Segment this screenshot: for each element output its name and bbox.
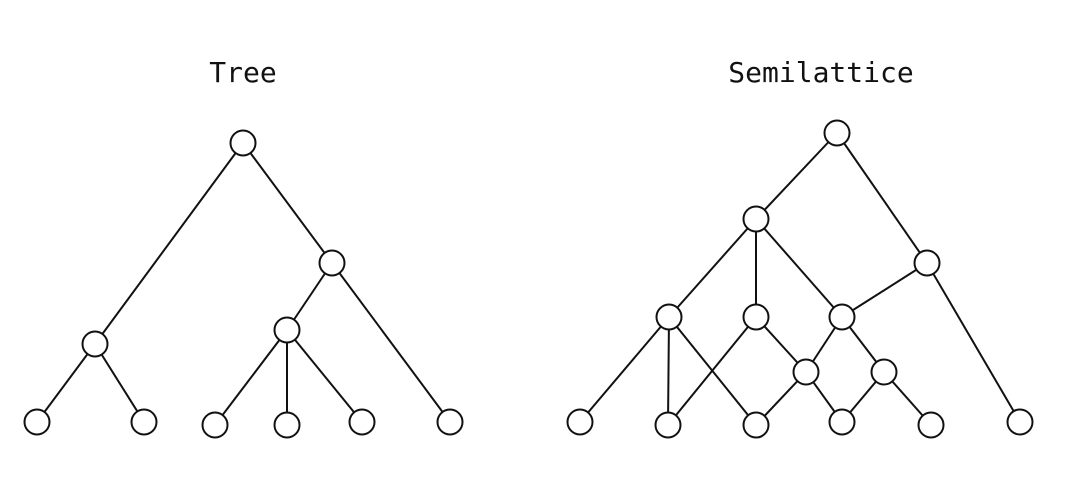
semilattice-node-x2 xyxy=(870,358,898,386)
tree-node-a xyxy=(81,330,109,358)
tree-title: Tree xyxy=(209,56,276,89)
semilattice-edge-c2-b2 xyxy=(667,316,757,426)
semilattice-node-b4 xyxy=(828,408,856,436)
tree-node-e xyxy=(273,316,301,344)
tree-node-b xyxy=(318,249,346,277)
semilattice-edge-top-m1 xyxy=(755,132,838,220)
tree-edge-b-f xyxy=(331,262,451,423)
semilattice-node-x1 xyxy=(792,358,820,386)
semilattice-node-r2 xyxy=(828,303,856,331)
semilattice-node-b2 xyxy=(654,411,682,439)
semilattice-edge-top-r1 xyxy=(836,132,928,264)
tree-edges xyxy=(36,142,451,426)
semilattice-edge-m1-r2 xyxy=(755,218,843,318)
semilattice-edge-l2-b2 xyxy=(667,316,670,426)
tree-nodes xyxy=(23,129,464,439)
tree-edge-e-g xyxy=(214,329,288,426)
tree-node-i xyxy=(348,408,376,436)
tree-diagram: Tree xyxy=(23,56,464,439)
tree-node-root xyxy=(229,129,257,157)
tree-node-f xyxy=(436,408,464,436)
semilattice-node-b5 xyxy=(917,411,945,439)
tree-edge-a-d xyxy=(94,343,145,423)
semilattice-edge-l2-b1 xyxy=(579,316,670,423)
semilattice-edge-m1-l2 xyxy=(668,218,757,318)
semilattice-title: Semilattice xyxy=(728,56,913,89)
tree-node-h xyxy=(273,411,301,439)
semilattice-node-l2 xyxy=(655,303,683,331)
tree-edge-root-a xyxy=(94,142,244,345)
semilattice-edge-r1-r2 xyxy=(841,262,928,318)
semilattice-node-m1 xyxy=(742,205,770,233)
semilattice-edge-r1-b6 xyxy=(926,262,1021,423)
semilattice-node-top xyxy=(823,119,851,147)
tree-node-g xyxy=(201,411,229,439)
semilattice-diagram: Semilattice xyxy=(566,56,1034,439)
semilattice-node-b1 xyxy=(566,408,594,436)
semilattice-node-r1 xyxy=(913,249,941,277)
tree-edge-e-i xyxy=(286,329,363,423)
semilattice-node-c2 xyxy=(742,303,770,331)
semilattice-nodes xyxy=(566,119,1034,439)
tree-node-d xyxy=(130,408,158,436)
tree-node-c xyxy=(23,408,51,436)
semilattice-node-b6 xyxy=(1006,408,1034,436)
tree-edge-root-b xyxy=(242,142,333,264)
semilattice-node-b3 xyxy=(742,411,770,439)
tree-edge-a-c xyxy=(36,343,96,423)
